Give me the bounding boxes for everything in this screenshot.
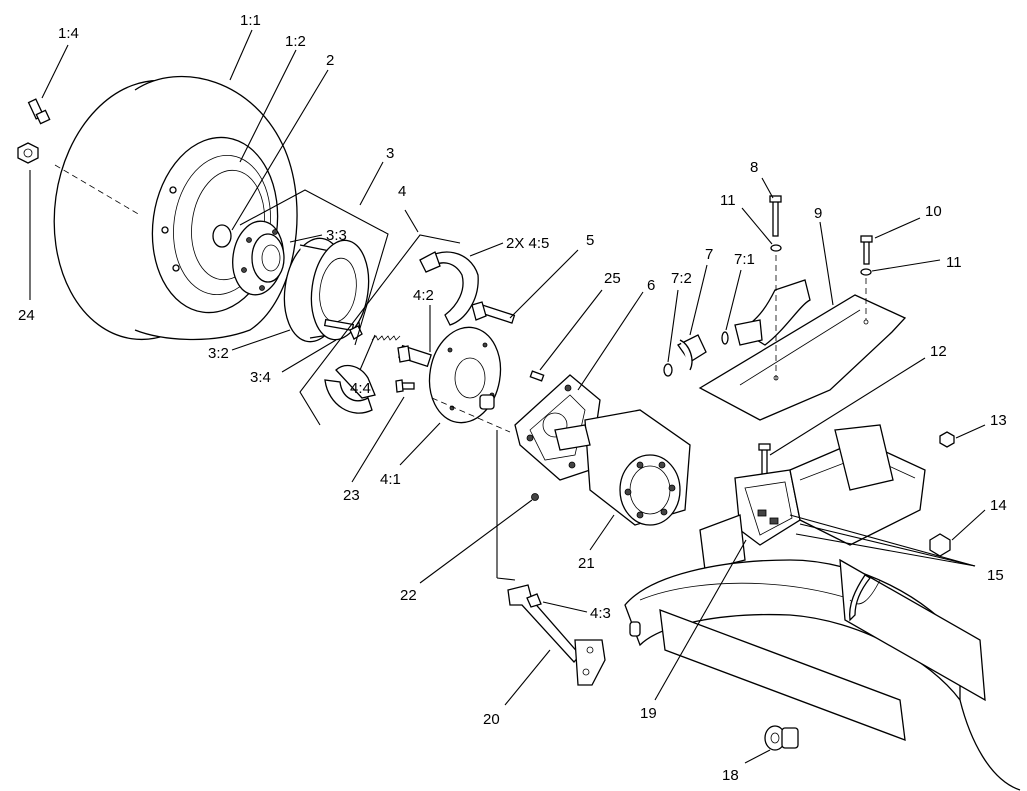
nut-14 [929, 533, 951, 557]
brake-shoe-upper [419, 251, 479, 326]
washer-11a [770, 244, 782, 252]
callout-2: 2 [326, 52, 334, 69]
callout-5: 5 [586, 232, 594, 249]
bolt-23 [395, 379, 415, 393]
callout-4-4: 4:4 [350, 380, 371, 397]
brake-drum [283, 237, 370, 343]
brake-shoe-lower [324, 364, 376, 414]
nut-13 [939, 431, 955, 448]
cover-plate [698, 294, 907, 421]
callout-11b: 11 [946, 254, 962, 271]
callout-labels: 1:4 1:1 1:2 2 3 3:3 24 3:2 3:4 4 2X 4:5 … [18, 12, 1007, 784]
callout-3-3: 3:3 [326, 227, 347, 244]
bolt-5 [471, 301, 516, 324]
callout-3-4: 3:4 [250, 369, 271, 386]
valve-stem [27, 98, 51, 125]
o-ring-7-1 [721, 331, 729, 345]
o-ring-7-2 [663, 363, 673, 377]
bushing-18 [764, 725, 799, 751]
callout-14: 14 [990, 497, 1007, 514]
callout-13: 13 [990, 412, 1007, 429]
hydraulic-motor [554, 409, 691, 526]
callout-3: 3 [386, 145, 394, 162]
callout-10: 10 [925, 203, 942, 220]
callout-19: 19 [640, 705, 657, 722]
frame [624, 424, 1021, 791]
callout-15: 15 [987, 567, 1004, 584]
bolt-8 [769, 195, 782, 237]
wheel-hub [232, 220, 285, 296]
callout-7: 7 [705, 246, 713, 263]
key-25 [529, 370, 545, 382]
callout-1-1: 1:1 [240, 12, 261, 29]
callout-24: 24 [18, 307, 35, 324]
grease-fitting-22 [531, 493, 539, 501]
brake-spring [371, 335, 401, 341]
cam-4-2 [397, 344, 432, 368]
bolt-10 [860, 235, 873, 265]
callout-9: 9 [814, 205, 822, 222]
tire-assembly [53, 76, 298, 341]
callout-4: 4 [398, 183, 406, 200]
callout-21: 21 [578, 555, 595, 572]
callout-4-1: 4:1 [380, 471, 401, 488]
callout-11a: 11 [720, 192, 736, 209]
callout-25: 25 [604, 270, 621, 287]
callout-18: 18 [722, 767, 739, 784]
leader-lines [29, 29, 986, 764]
brake-lever [507, 584, 606, 686]
lug-nut-24 [17, 142, 39, 164]
backing-plate [428, 326, 502, 424]
callout-6: 6 [647, 277, 655, 294]
callout-22: 22 [400, 587, 417, 604]
hose-fitting [677, 334, 707, 371]
callout-4-3: 4:3 [590, 605, 611, 622]
hydraulic-hose [734, 279, 811, 346]
callout-1-4: 1:4 [58, 25, 79, 42]
wheel-bolt-3-4 [323, 318, 363, 340]
callout-3-2: 3:2 [208, 345, 229, 362]
callout-8: 8 [750, 159, 758, 176]
callout-7-2: 7:2 [671, 270, 692, 287]
callout-1-2: 1:2 [285, 33, 306, 50]
callout-7-1: 7:1 [734, 251, 755, 268]
callout-23: 23 [343, 487, 360, 504]
washer-11b [860, 268, 872, 276]
callout-12: 12 [930, 343, 947, 360]
callout-20: 20 [483, 711, 500, 728]
callout-2x-4-5: 2X 4:5 [506, 235, 549, 252]
callout-4-2: 4:2 [413, 287, 434, 304]
